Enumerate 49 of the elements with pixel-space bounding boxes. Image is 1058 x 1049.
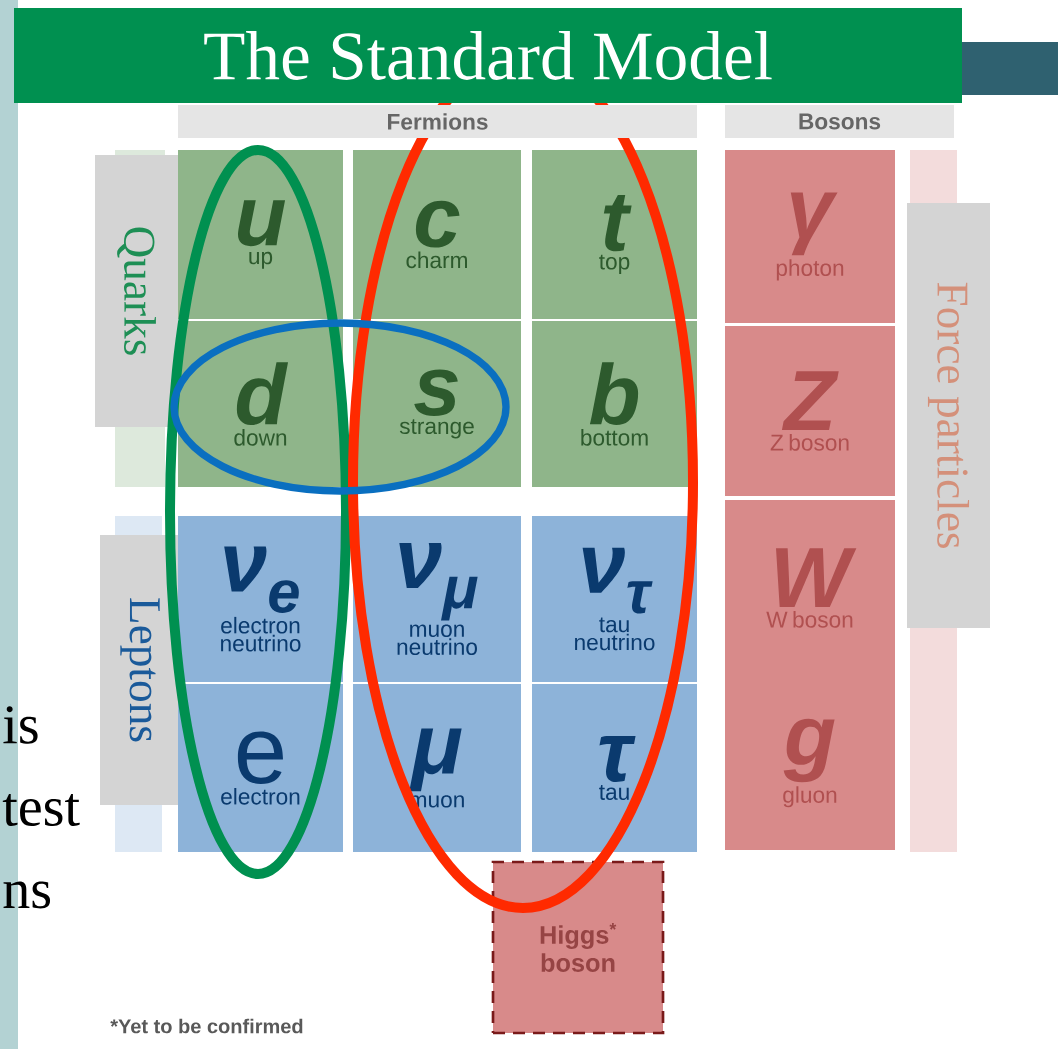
node-label: strange (399, 419, 474, 439)
node-label: electron (221, 787, 300, 805)
node-label: bottom (581, 429, 648, 446)
particle-cell: c charm (353, 150, 521, 319)
particle-cell: ν$_{e}$ electron neutrino (178, 516, 343, 682)
node-label: τ (599, 736, 636, 782)
category-label: Leptons (100, 535, 180, 805)
node-label: t (603, 194, 632, 252)
particle-cell: ν$_{τ}$ tau neutrino (532, 516, 697, 682)
category-label: Quarks (95, 155, 178, 427)
slide-text: test (2, 793, 80, 827)
particle-cell: g gluon (725, 676, 895, 850)
node-label: charm (406, 251, 467, 269)
particle-cell: Z Z boson (725, 326, 895, 496)
node-label: top (599, 254, 630, 275)
category-label: Force particles (907, 203, 990, 628)
node-label: u (237, 200, 286, 247)
node-label: ν$_{e}$ (224, 546, 299, 613)
node-label: c (415, 200, 460, 248)
title-banner: The Standard Model (14, 8, 962, 103)
node-label: s (414, 369, 458, 417)
node-label: ν$_{μ}$ (399, 543, 478, 621)
node-label: muon neutrino (397, 624, 477, 655)
node-label: ν$_{τ}$ (582, 547, 653, 614)
node-label: electron neutrino (221, 616, 301, 652)
footnote: *Yet to be confirmed (110, 1018, 303, 1034)
slide-text: ns (3, 881, 51, 909)
particle-cell: t top (532, 150, 697, 319)
particle-cell: W W boson (725, 500, 895, 676)
node-label: e (237, 731, 283, 784)
node-label: down (234, 429, 287, 446)
header-band: Bosons (725, 105, 954, 138)
node-label: d (236, 362, 289, 426)
node-label: W boson (766, 611, 853, 628)
node-label: μ (409, 728, 462, 792)
node-label: gluon (783, 786, 837, 808)
node-label: b (589, 362, 639, 426)
node-label: tau neutrino (575, 617, 655, 651)
particle-cell: ν$_{μ}$ muon neutrino (353, 516, 521, 682)
particle-cell: γ photon (725, 150, 895, 323)
slide-text: is (3, 706, 38, 744)
particle-cell: b bottom (532, 321, 697, 487)
node-label: up (249, 251, 273, 269)
header-band: Fermions (178, 105, 697, 138)
node-label: g (783, 718, 835, 783)
particle-cell: τ tau (532, 684, 697, 852)
node-label: W (775, 548, 857, 608)
higgs-box: Higgs$^{*}$ boson (491, 860, 665, 1035)
node-label: tau (599, 785, 629, 800)
